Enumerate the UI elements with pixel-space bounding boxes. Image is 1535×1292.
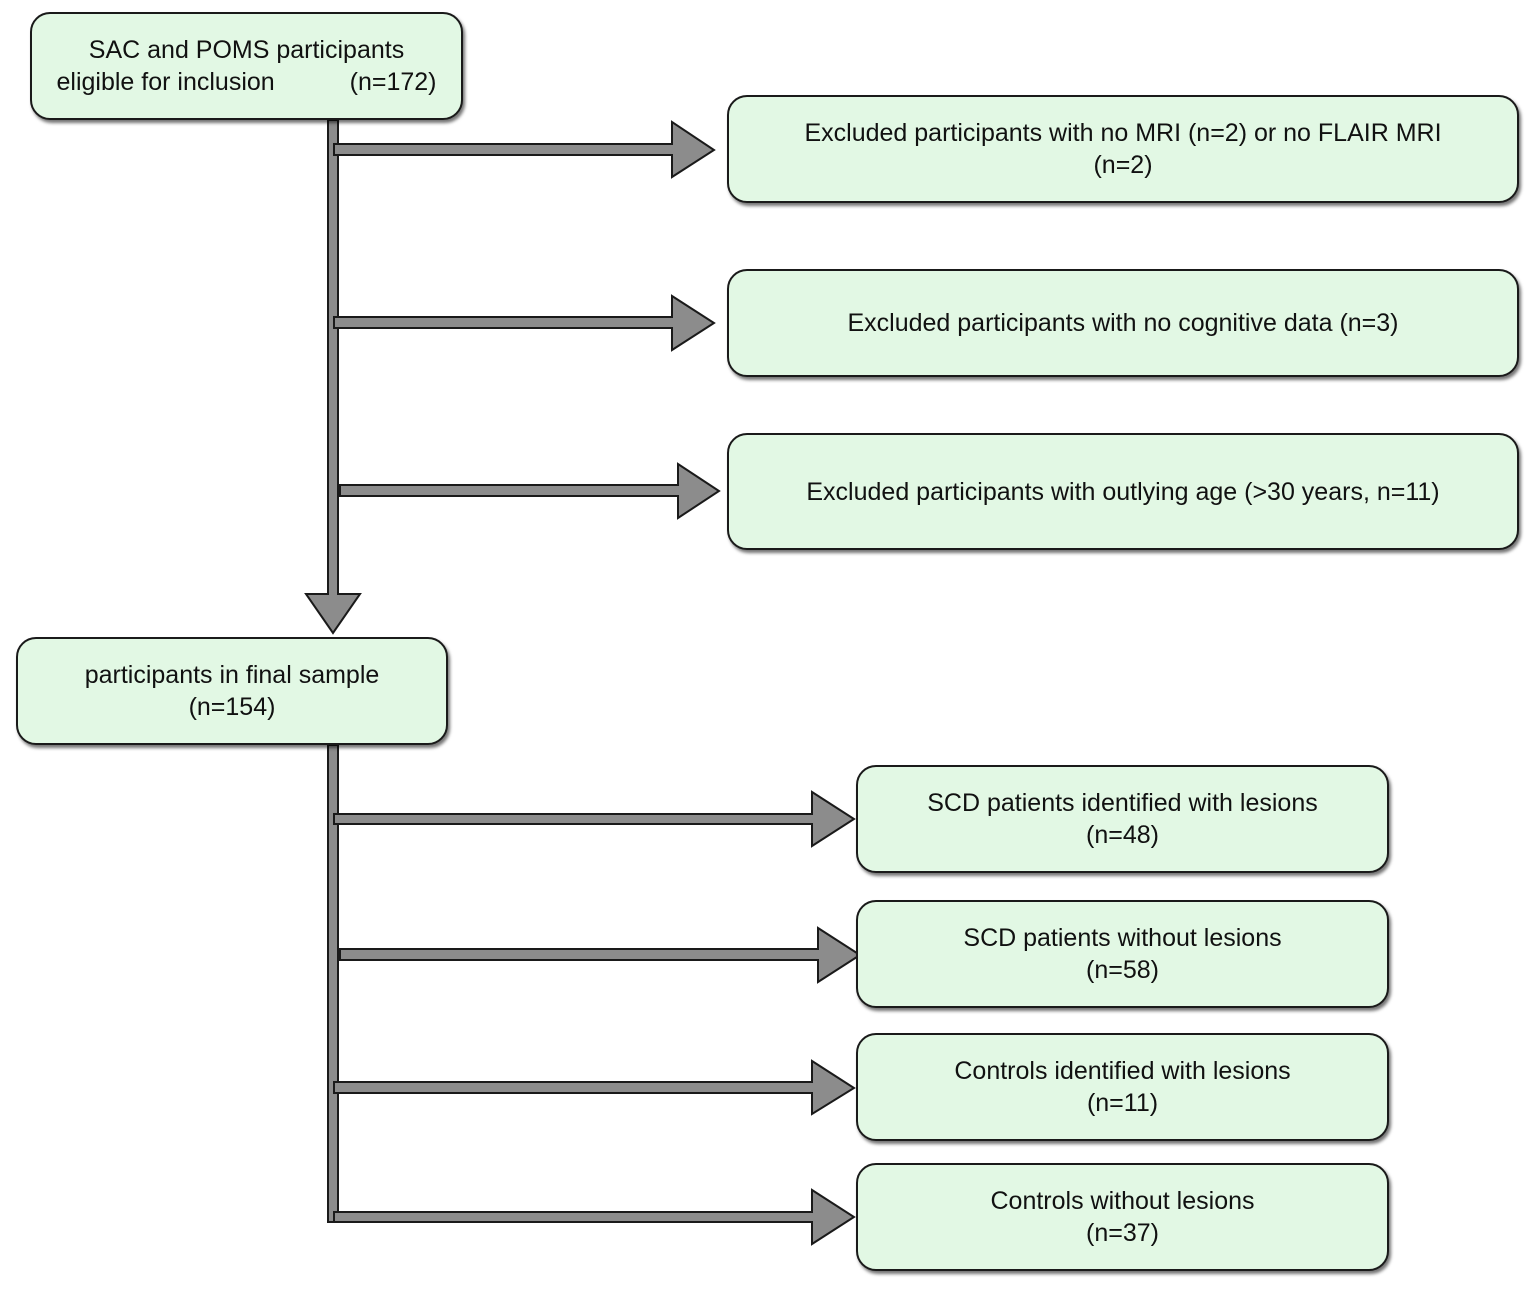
right-arrow-group-4	[333, 1188, 856, 1246]
group-2-line-2: (n=58)	[1086, 956, 1159, 984]
start-count: (n=172)	[349, 68, 437, 96]
right-arrow-exclusion-3	[339, 462, 721, 520]
start-line-1: SAC and POMS participants	[88, 36, 405, 64]
exclusion-box-3: Excluded participants with outlying age …	[727, 433, 1519, 550]
exclusion-1-line-2: (n=2)	[1093, 151, 1153, 179]
exclusion-box-2: Excluded participants with no cognitive …	[727, 269, 1519, 377]
right-arrow-exclusion-2	[333, 294, 716, 352]
group-4-line-2: (n=37)	[1086, 1219, 1159, 1247]
group-box-3: Controls identified with lesions (n=11)	[856, 1033, 1389, 1141]
exclusion-3-line-1: Excluded participants with outlying age …	[806, 477, 1440, 506]
group-box-1: SCD patients identified with lesions (n=…	[856, 765, 1389, 873]
group-2-line-1: SCD patients without lesions	[963, 924, 1282, 952]
down-arrow	[304, 119, 362, 635]
group-1-line-1: SCD patients identified with lesions	[927, 789, 1318, 817]
right-arrow-group-1	[333, 790, 856, 848]
start-box: SAC and POMS participants eligible for i…	[30, 12, 463, 120]
start-line-2-row: eligible for inclusion (n=172)	[57, 66, 437, 98]
right-arrow-exclusion-1	[333, 120, 716, 179]
final-line-1: participants in final sample	[84, 661, 380, 689]
group-3-line-2: (n=11)	[1086, 1089, 1159, 1117]
group-3-line-1: Controls identified with lesions	[954, 1057, 1291, 1085]
group-box-2: SCD patients without lesions (n=58)	[856, 900, 1389, 1008]
final-line-2: (n=154)	[188, 693, 276, 721]
group-box-4: Controls without lesions (n=37)	[856, 1163, 1389, 1271]
group-1-line-2: (n=48)	[1086, 821, 1159, 849]
exclusion-1-line-1: Excluded participants with no MRI (n=2) …	[804, 119, 1442, 147]
start-line-2: eligible for inclusion	[56, 68, 275, 96]
final-sample-box: participants in final sample (n=154)	[16, 637, 448, 745]
right-arrow-group-2	[339, 926, 862, 984]
exclusion-2-line-1: Excluded participants with no cognitive …	[847, 309, 1399, 337]
group-4-line-1: Controls without lesions	[990, 1187, 1255, 1215]
exclusion-box-1: Excluded participants with no MRI (n=2) …	[727, 95, 1519, 203]
right-arrow-group-3	[333, 1059, 856, 1116]
